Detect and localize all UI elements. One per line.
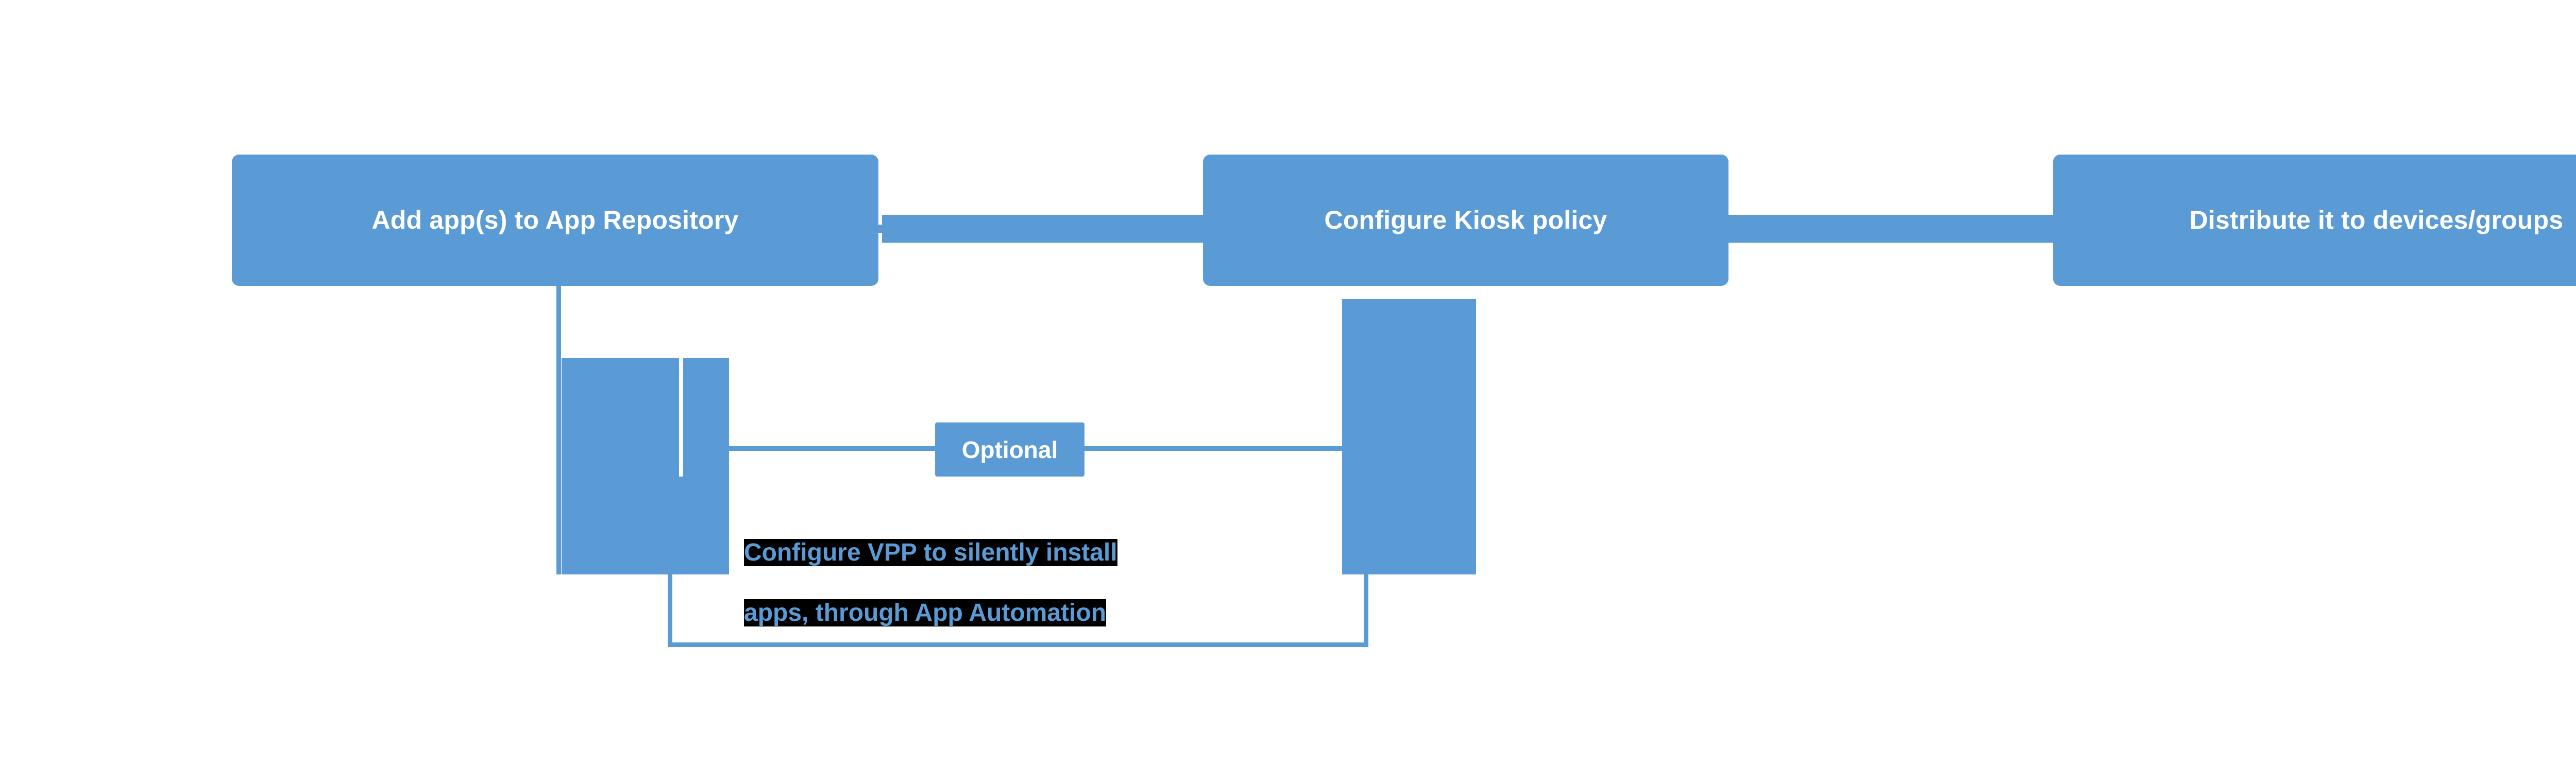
optional-rail-left: [729, 446, 935, 451]
return-loop-right-leg: [1364, 574, 1368, 647]
node-configure-kiosk-policy-label: Configure Kiosk policy: [1324, 206, 1607, 234]
optional-rail-right: [1082, 446, 1350, 451]
optional-right-vertical-bar: [1342, 299, 1476, 574]
node-distribute-to-devices-label: Distribute it to devices/groups: [2189, 206, 2564, 234]
return-loop-bottom: [668, 642, 1368, 647]
annotation-configure-vpp: Configure VPP to silently install apps, …: [744, 507, 1321, 628]
tag-optional[interactable]: Optional: [935, 422, 1084, 477]
optional-left-vertical-seam: [679, 358, 683, 477]
connector-2-3-bar: [1723, 215, 2063, 243]
annotation-configure-vpp-line-2: apps, through App Automation: [744, 599, 1107, 626]
tag-optional-label: Optional: [961, 436, 1058, 463]
optional-left-vertical-bar: [562, 358, 729, 574]
connector-1-2-bar: [882, 215, 1212, 243]
annotation-configure-vpp-line-1: Configure VPP to silently install: [744, 538, 1117, 566]
node-configure-kiosk-policy[interactable]: Configure Kiosk policy: [1203, 155, 1728, 286]
return-loop-left-leg: [668, 574, 672, 647]
branch-left-thin-drop: [556, 286, 561, 574]
node-add-apps-to-repository[interactable]: Add app(s) to App Repository: [232, 155, 878, 286]
node-add-apps-to-repository-label: Add app(s) to App Repository: [371, 206, 739, 234]
node-distribute-to-devices[interactable]: Distribute it to devices/groups: [2053, 155, 2576, 286]
